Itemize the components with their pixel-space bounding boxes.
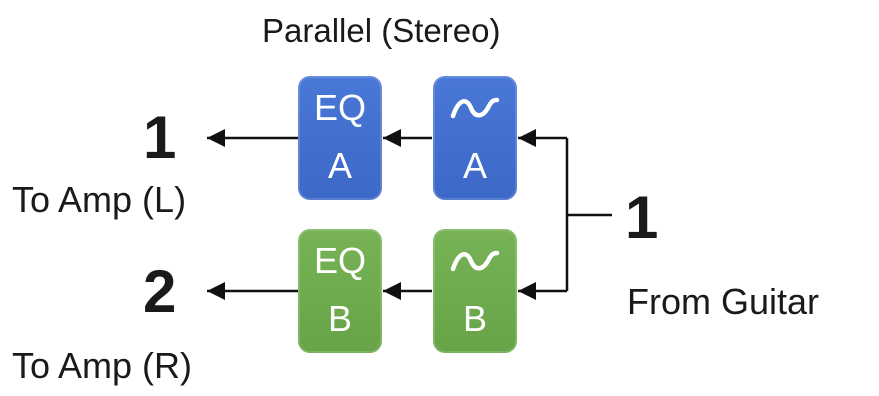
fx-b-channel: B	[462, 298, 487, 339]
fx-b-block: B	[433, 229, 517, 353]
eq-a-channel: A	[327, 145, 352, 186]
wave-icon	[450, 250, 500, 272]
eq-b-label: EQ	[313, 240, 366, 281]
eq-a-label: EQ	[313, 87, 366, 128]
fx-a-block: A	[433, 76, 517, 200]
diagram-title: Parallel (Stereo)	[262, 12, 501, 49]
input-number: 1	[625, 184, 659, 251]
output-1-number: 1	[143, 104, 177, 171]
eq-b-block: EQ B	[298, 229, 382, 353]
input-label: From Guitar	[627, 281, 820, 322]
wave-icon	[450, 97, 500, 119]
output-1-label: To Amp (L)	[12, 179, 187, 220]
output-2-number: 2	[143, 258, 177, 325]
output-2-label: To Amp (R)	[12, 345, 193, 386]
eq-b-channel: B	[327, 298, 352, 339]
fx-a-channel: A	[462, 145, 487, 186]
eq-a-block: EQ A	[298, 76, 382, 200]
